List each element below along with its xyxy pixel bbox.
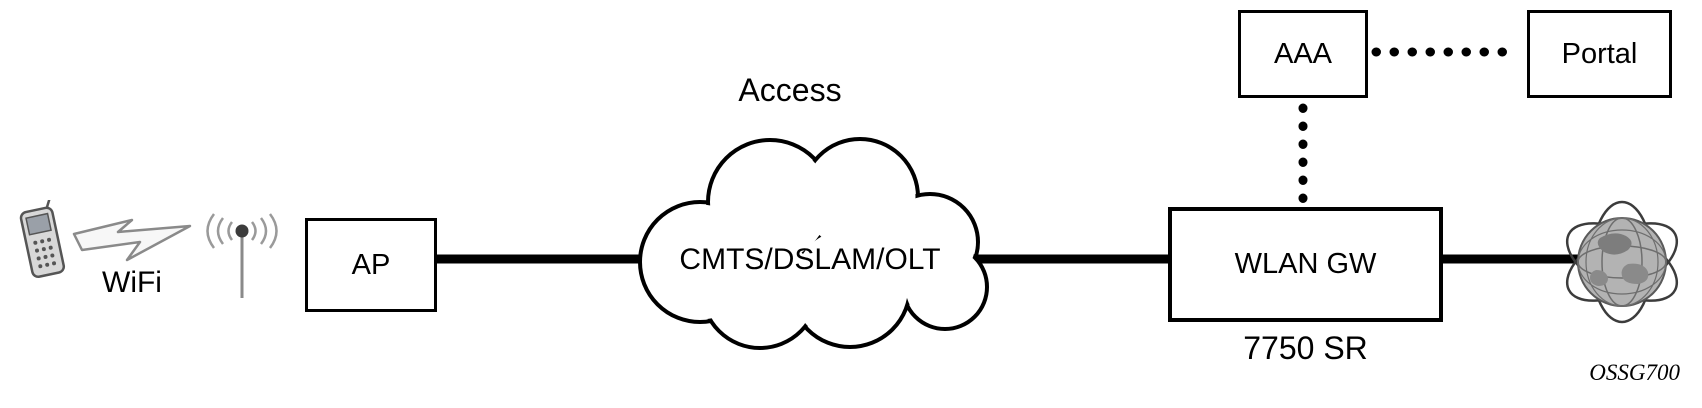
wifi-signal-icon: [72, 218, 192, 262]
wlan-gw-model-label: 7750 SR: [1243, 330, 1368, 366]
mobile-phone-icon: [19, 200, 66, 279]
wlan-gw-node-label: WLAN GW: [1234, 248, 1377, 280]
portal-node-label: Portal: [1561, 37, 1638, 70]
wifi-label: WiFi: [102, 266, 162, 299]
ap-node-label: AP: [351, 248, 391, 281]
aaa-node: AAA: [1238, 10, 1368, 98]
figure-watermark: OSSG700: [1589, 360, 1680, 385]
internet-globe-icon: [1565, 200, 1679, 324]
access-cloud: [638, 137, 989, 350]
wlan-gw-node: WLAN GW: [1168, 207, 1443, 322]
portal-node: Portal: [1527, 10, 1672, 98]
ap-node: AP: [305, 218, 437, 312]
access-title: Access: [738, 72, 842, 108]
access-cloud-label: CMTS/DSLAM/OLT: [679, 243, 941, 276]
antenna-icon: [206, 213, 278, 298]
aaa-node-label: AAA: [1273, 37, 1333, 70]
